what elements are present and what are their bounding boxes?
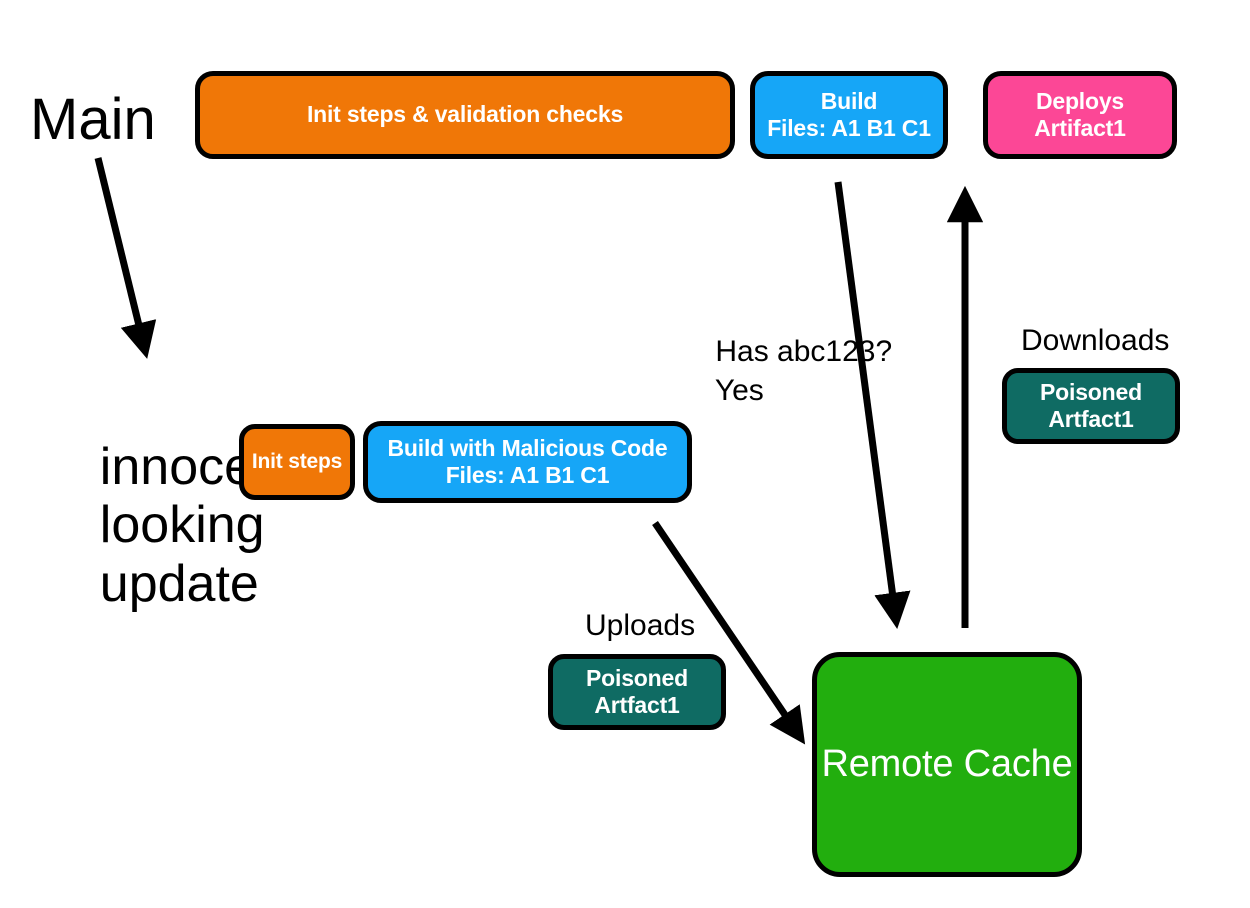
arrow-main-to-feature: [94, 157, 157, 359]
node-build-main-line-2: Files: A1 B1 C1: [767, 115, 931, 141]
node-init-steps-label: Init steps: [251, 449, 343, 473]
node-init-validation-label: Init steps & validation checks: [306, 101, 624, 128]
feature-label-line-3: update: [99, 554, 259, 613]
node-build-malicious-line-1: Build with Malicious Code: [387, 434, 668, 461]
node-build-malicious[interactable]: Build with Malicious Code Files: A1 B1 C…: [363, 421, 692, 503]
annotation-downloads: Downloads: [1021, 324, 1170, 357]
node-artifact-upload[interactable]: Poisoned Artfact1: [548, 654, 726, 730]
feature-label-line-2: looking: [99, 496, 265, 555]
node-artifact-upload-line-1: Poisoned: [586, 664, 688, 691]
node-artifact-download[interactable]: Poisoned Artfact1: [1002, 368, 1180, 444]
annotation-cache-query: Has abc123? Yes: [682, 293, 892, 449]
node-init-validation[interactable]: Init steps & validation checks: [195, 71, 735, 159]
node-artifact-download-line-1: Poisoned: [1040, 378, 1142, 405]
node-remote-cache-label: Remote Cache: [821, 743, 1073, 786]
lane-label-main: Main: [30, 87, 156, 152]
node-deploys-line-1: Deploys: [1035, 87, 1125, 114]
cache-query-line-1: Has abc123?: [715, 335, 893, 368]
node-init-steps[interactable]: Init steps: [239, 424, 355, 500]
node-deploys-line-2: Artifact1: [1034, 115, 1126, 141]
node-build-main-line-1: Build: [820, 87, 878, 114]
annotation-uploads: Uploads: [585, 609, 696, 642]
node-artifact-upload-line-2: Artfact1: [594, 692, 680, 718]
node-remote-cache[interactable]: Remote Cache: [812, 652, 1082, 877]
node-deploys[interactable]: Deploys Artifact1: [983, 71, 1177, 159]
node-build-main[interactable]: Build Files: A1 B1 C1: [750, 71, 948, 159]
node-artifact-download-line-2: Artfact1: [1048, 406, 1134, 432]
node-build-malicious-line-2: Files: A1 B1 C1: [445, 462, 610, 488]
cache-query-line-2: Yes: [714, 374, 764, 407]
